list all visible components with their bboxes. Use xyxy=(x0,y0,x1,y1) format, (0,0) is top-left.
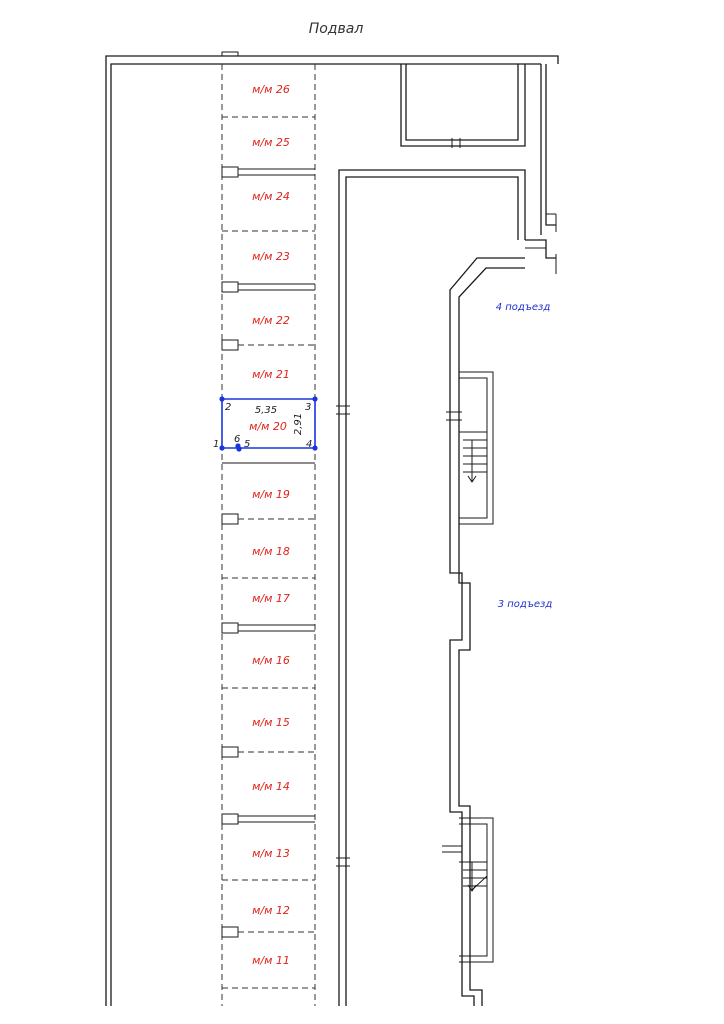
corridor-wall xyxy=(336,169,526,1006)
vertex-1-marker[interactable] xyxy=(219,445,225,451)
space-20-label[interactable]: м/м 20 xyxy=(249,420,287,433)
space-divider xyxy=(221,813,239,825)
vertex-2-marker[interactable] xyxy=(219,396,225,402)
vertex-6-marker[interactable] xyxy=(235,443,241,449)
space-15-label[interactable]: м/м 15 xyxy=(252,716,290,729)
space-divider xyxy=(221,926,239,938)
space-24-label[interactable]: м/м 24 xyxy=(252,190,290,203)
vertex-6-label: 6 xyxy=(234,434,240,445)
vertex-4-label: 4 xyxy=(306,439,312,450)
space-11-label[interactable]: м/м 11 xyxy=(252,954,290,967)
space-25-label[interactable]: м/м 25 xyxy=(252,136,290,149)
space-26-label[interactable]: м/м 26 xyxy=(252,83,290,96)
space-18-label[interactable]: м/м 18 xyxy=(252,545,290,558)
space-12-label[interactable]: м/м 12 xyxy=(252,904,290,917)
space-23-label[interactable]: м/м 23 xyxy=(252,250,290,263)
space-divider xyxy=(221,513,239,525)
space-dividers xyxy=(221,116,315,989)
stairwell-3 xyxy=(459,817,494,963)
parking-strip xyxy=(221,64,316,1006)
vertex-2-label: 2 xyxy=(225,402,231,413)
plan-title: Подвал xyxy=(309,21,364,37)
space-divider xyxy=(221,746,239,758)
vertex-4-marker[interactable] xyxy=(312,445,318,451)
selected-space-outline[interactable] xyxy=(219,396,318,452)
space-21-label[interactable]: м/м 21 xyxy=(252,368,290,381)
stairwell-4 xyxy=(459,371,494,525)
space-16-label[interactable]: м/м 16 xyxy=(252,654,290,667)
space-divider xyxy=(221,339,239,351)
outer-wall xyxy=(105,51,559,1006)
parking-spaces: м/м 26 м/м 25 м/м 24 м/м 23 м/м 22 м/м 2… xyxy=(249,83,290,967)
space-divider xyxy=(221,281,239,293)
space-19-label[interactable]: м/м 19 xyxy=(252,488,290,501)
vertex-3-marker[interactable] xyxy=(312,396,318,402)
vertex-5-label: 5 xyxy=(244,439,250,450)
entrance-3-label: 3 подъезд xyxy=(498,599,553,610)
vertex-1-label: 1 xyxy=(213,439,219,450)
space-14-label[interactable]: м/м 14 xyxy=(252,780,290,793)
vertex-3-label: 3 xyxy=(305,402,311,413)
space-22-label[interactable]: м/м 22 xyxy=(252,314,290,327)
width-dimension: 2,91 xyxy=(293,413,304,435)
space-13-label[interactable]: м/м 13 xyxy=(252,847,290,860)
building-wall xyxy=(442,257,525,1006)
entrance-4-label: 4 подъезд xyxy=(496,302,551,313)
space-17-label[interactable]: м/м 17 xyxy=(252,592,290,605)
space-divider xyxy=(221,166,239,178)
space-divider xyxy=(221,622,239,634)
length-dimension: 5,35 xyxy=(255,405,277,416)
upper-room xyxy=(400,64,557,274)
